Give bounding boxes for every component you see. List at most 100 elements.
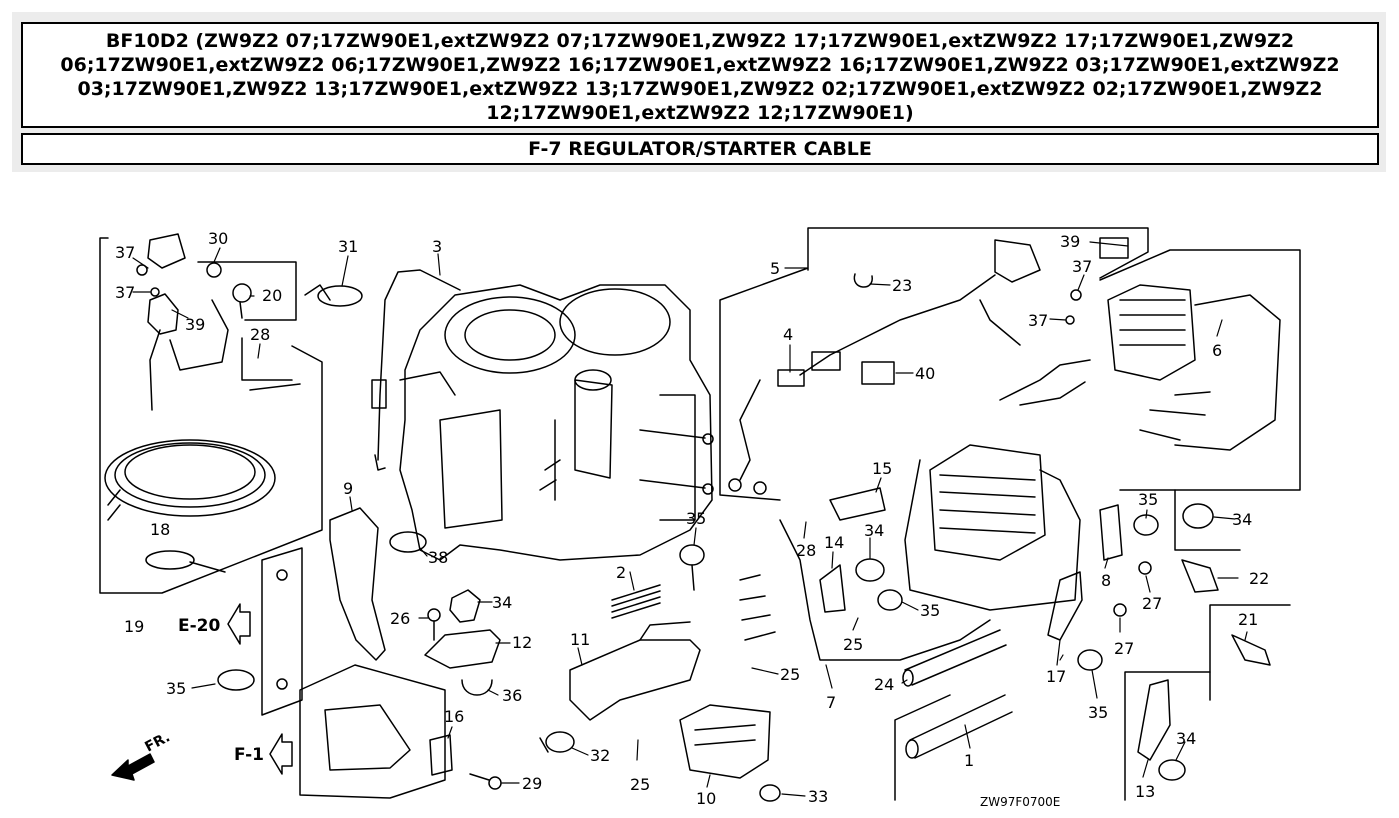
callout-28-a: 28: [250, 325, 270, 344]
bolt-27b: [1113, 603, 1127, 617]
starter-cable-3: [377, 269, 461, 461]
callout-22: 22: [1249, 569, 1269, 588]
cap-32: [539, 731, 575, 753]
callout-28-b: 28: [796, 541, 816, 560]
callout-35-c: 35: [920, 601, 940, 620]
clip-37c: [1070, 289, 1082, 301]
callout-35-b: 35: [686, 509, 706, 528]
callout-35-a: 35: [166, 679, 186, 698]
section-title: F-7 REGULATOR/STARTER CABLE: [21, 133, 1379, 165]
callout-4: 4: [783, 325, 793, 344]
callout-8: 8: [1101, 571, 1111, 590]
bracket-12: [424, 629, 501, 669]
plate-8: [1099, 504, 1123, 561]
bracket-9: [329, 507, 386, 661]
callout-34-b: 34: [864, 521, 884, 540]
callout-32: 32: [590, 746, 610, 765]
callout-38: 38: [428, 548, 448, 567]
bolt-27a: [1138, 561, 1152, 575]
callout-14: 14: [824, 533, 844, 552]
connector-cover-39: [147, 233, 186, 335]
clip-37d: [1065, 315, 1075, 325]
cover-39b: [1099, 237, 1129, 259]
callout-29: 29: [522, 774, 542, 793]
callout-37-a: 37: [115, 243, 135, 262]
arrow-e20: [227, 603, 251, 645]
callout-34-a: 34: [492, 593, 512, 612]
reference-e20[interactable]: E-20: [178, 616, 220, 636]
leader-lines: [132, 241, 1248, 797]
callout-16: 16: [444, 707, 464, 726]
callout-37-b: 37: [115, 283, 135, 302]
callout-3: 3: [432, 237, 442, 256]
cap-34d: [1158, 759, 1186, 781]
tube-1: [905, 694, 1013, 759]
tube-24: [902, 629, 1007, 687]
harness-7: [779, 519, 991, 661]
callout-18: 18: [150, 520, 170, 539]
callout-40: 40: [915, 364, 935, 383]
regulator-6: [1107, 284, 1281, 451]
front-direction-label: FR.: [142, 729, 172, 755]
arrow-front: [111, 753, 155, 781]
connector-21: [1231, 634, 1271, 666]
clip-37b: [150, 287, 160, 297]
clip-16: [429, 734, 453, 776]
callout-15: 15: [872, 459, 892, 478]
engine-block-illustration: [399, 284, 714, 561]
clamp-36: [461, 679, 493, 696]
callout-21: 21: [1238, 610, 1258, 629]
cable-sleeve: [371, 379, 387, 409]
callout-11: 11: [570, 630, 590, 649]
callout-10: 10: [696, 789, 716, 808]
reference-f1[interactable]: F-1: [234, 745, 264, 765]
harness-5: [728, 239, 1041, 495]
bracket-17: [1047, 571, 1083, 641]
cable-coil-18: [104, 299, 301, 521]
callout-25-b: 25: [780, 665, 800, 684]
cap-34c: [1182, 503, 1214, 529]
callout-25-c: 25: [843, 635, 863, 654]
cap-34b: [855, 558, 885, 582]
group-bracket-6: [1099, 249, 1301, 491]
bolt-26: [427, 608, 441, 641]
callout-27-b: 27: [1114, 639, 1134, 658]
callout-13: 13: [1135, 782, 1155, 801]
callout-labels: 30 31 3 37 37 20 39 28 18 19 9 38 26 34 …: [115, 229, 1269, 808]
callout-6: 6: [1212, 341, 1222, 360]
cap-35e: [1077, 649, 1103, 671]
callout-19: 19: [124, 617, 144, 636]
cable-clamp-31: [304, 284, 363, 307]
bracket-14: [819, 564, 846, 613]
group-bracket-28: [241, 337, 293, 381]
group-bracket-20: [197, 261, 297, 321]
callout-34-d: 34: [1176, 729, 1196, 748]
callout-39-a: 39: [185, 315, 205, 334]
connector-40: [861, 361, 895, 385]
callout-24: 24: [874, 675, 894, 694]
callout-17: 17: [1046, 667, 1066, 686]
callout-23: 23: [892, 276, 912, 295]
cap-35c: [877, 589, 903, 611]
callout-27-a: 27: [1142, 594, 1162, 613]
clamp-38: [389, 531, 427, 553]
callout-25-a: 25: [630, 775, 650, 794]
group-bracket-21: [1209, 604, 1291, 701]
bolt-20: [232, 283, 252, 319]
bracket-15: [829, 487, 886, 521]
group-bracket-left: [99, 237, 323, 594]
cover-panel: [299, 664, 446, 799]
regulator-8: [904, 359, 1091, 611]
callout-5: 5: [770, 259, 780, 278]
cap-35a: [217, 669, 255, 691]
bracket-group-9: [261, 547, 303, 716]
callout-31: 31: [338, 237, 358, 256]
spring-2: [611, 584, 661, 619]
callout-35-e: 35: [1088, 703, 1108, 722]
callout-37-c: 37: [1072, 257, 1092, 276]
clip-22: [1181, 559, 1219, 593]
drawing-code: ZW97F0700E: [980, 795, 1060, 809]
callout-35-d: 35: [1138, 490, 1158, 509]
group-bracket-1: [894, 694, 951, 801]
callout-36: 36: [502, 686, 522, 705]
